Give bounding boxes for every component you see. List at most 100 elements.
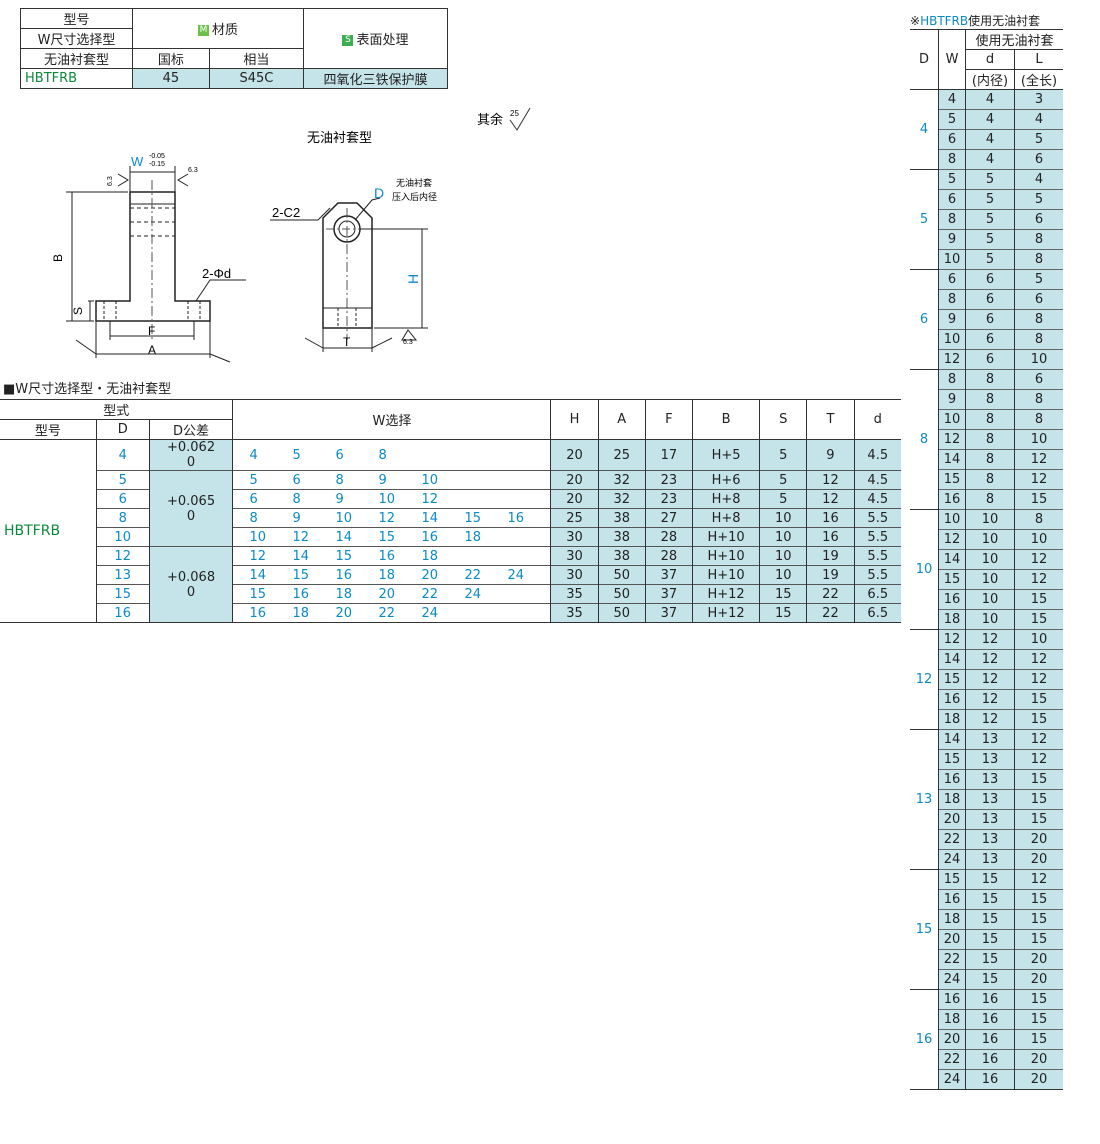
spec-model: HBTFRB (20, 68, 133, 89)
header-d: d (853, 399, 901, 440)
h-label: H (405, 274, 421, 284)
rt-W-cell: 14 (938, 449, 966, 470)
rt-d-cell: 12 (965, 649, 1015, 670)
rt-L-cell: 20 (1014, 849, 1063, 870)
D-cell: 8 (118, 510, 127, 526)
rt-W-cell: 16 (938, 689, 966, 710)
rt-d-cell: 10 (965, 509, 1015, 530)
t-label: T (343, 335, 351, 349)
rt-d-cell: 13 (965, 749, 1015, 770)
rt-W-cell: 15 (938, 869, 966, 890)
w-option: 8 (378, 447, 387, 463)
roughness-symbol-icon (509, 107, 531, 131)
rt-L-cell: 15 (1014, 689, 1063, 710)
w-option: 10 (378, 491, 396, 507)
rt-d-cell: 13 (965, 809, 1015, 830)
tol-top: +0.062 (166, 440, 216, 455)
rt-W-cell: 10 (938, 329, 966, 350)
header-w-select: W选择 (232, 399, 552, 440)
rt-d-cell: 16 (965, 1069, 1015, 1090)
rt-L-cell: 10 (1014, 629, 1063, 650)
D-cell: 6 (118, 491, 127, 507)
D-cell: 15 (114, 586, 131, 602)
rt-L-cell: 8 (1014, 409, 1063, 430)
tol-top: +0.068 (166, 569, 216, 585)
header-B: B (691, 399, 761, 440)
B-cell: H+12 (692, 603, 761, 623)
rt-header-D: D (910, 29, 939, 90)
w-select-cell: 4 5 6 8 (232, 439, 552, 471)
rt-L-cell: 15 (1014, 1029, 1063, 1050)
B-cell: H+8 (692, 489, 761, 509)
S-cell: 5 (759, 470, 808, 490)
rt-d-cell: 5 (965, 249, 1015, 270)
S-cell: 15 (759, 584, 808, 604)
w-option: 22 (378, 605, 396, 621)
model-cell: HBTFRB (0, 439, 97, 623)
rt-L-cell: 20 (1014, 1049, 1063, 1070)
rt-L-cell: 5 (1014, 189, 1063, 210)
D-cell: 12 (114, 548, 131, 564)
w-option: 5 (292, 447, 301, 463)
H-cell: 30 (550, 565, 599, 585)
header-Dtol: D公差 (148, 419, 234, 440)
S-cell: 10 (759, 565, 808, 585)
w-option: 16 (335, 567, 353, 583)
w-option: 6 (335, 447, 344, 463)
roughness-value-left: 6.3 (107, 176, 114, 186)
rt-W-cell: 16 (938, 589, 966, 610)
rt-d-cell: 10 (965, 589, 1015, 610)
rt-W-cell: 8 (938, 149, 966, 170)
S-cell: 15 (759, 603, 808, 623)
rt-d-cell: 16 (965, 989, 1015, 1010)
rt-W-cell: 14 (938, 729, 966, 750)
F-cell: 23 (645, 470, 693, 490)
spec-header-nooil: 无油衬套型 (20, 48, 133, 69)
rt-D-cell: 13 (910, 729, 939, 870)
rt-L-cell: 12 (1014, 749, 1063, 770)
S-cell: 10 (759, 546, 808, 566)
rt-W-cell: 24 (938, 849, 966, 870)
rt-D-cell: 8 (910, 369, 939, 510)
rt-L-cell: 6 (1014, 149, 1063, 170)
rt-d-cell: 12 (965, 709, 1015, 730)
rt-L-cell: 4 (1014, 169, 1063, 190)
B-cell: H+8 (692, 508, 761, 528)
w-option: 4 (249, 447, 258, 463)
rt-W-cell: 20 (938, 809, 966, 830)
H-cell: 30 (550, 546, 599, 566)
rt-d-cell: 6 (965, 309, 1015, 330)
F-cell: 37 (645, 584, 693, 604)
D-cell: 10 (114, 529, 131, 545)
rt-L-cell: 15 (1014, 889, 1063, 910)
rt-L-cell: 8 (1014, 309, 1063, 330)
header-F: F (644, 399, 693, 440)
header-type: 型式 (0, 399, 234, 420)
T-cell: 19 (806, 565, 855, 585)
rt-d-cell: 16 (965, 1009, 1015, 1030)
rt-L-cell: 15 (1014, 769, 1063, 790)
rt-D-cell: 12 (910, 629, 939, 730)
header-T: T (806, 399, 855, 440)
rt-W-cell: 22 (938, 949, 966, 970)
rt-L-cell: 12 (1014, 449, 1063, 470)
d-note-1: 无油衬套 (396, 177, 432, 188)
d-cell: 4.5 (854, 470, 901, 490)
T-cell: 12 (806, 470, 855, 490)
w-option: 15 (378, 529, 396, 545)
A-cell: 50 (598, 565, 646, 585)
